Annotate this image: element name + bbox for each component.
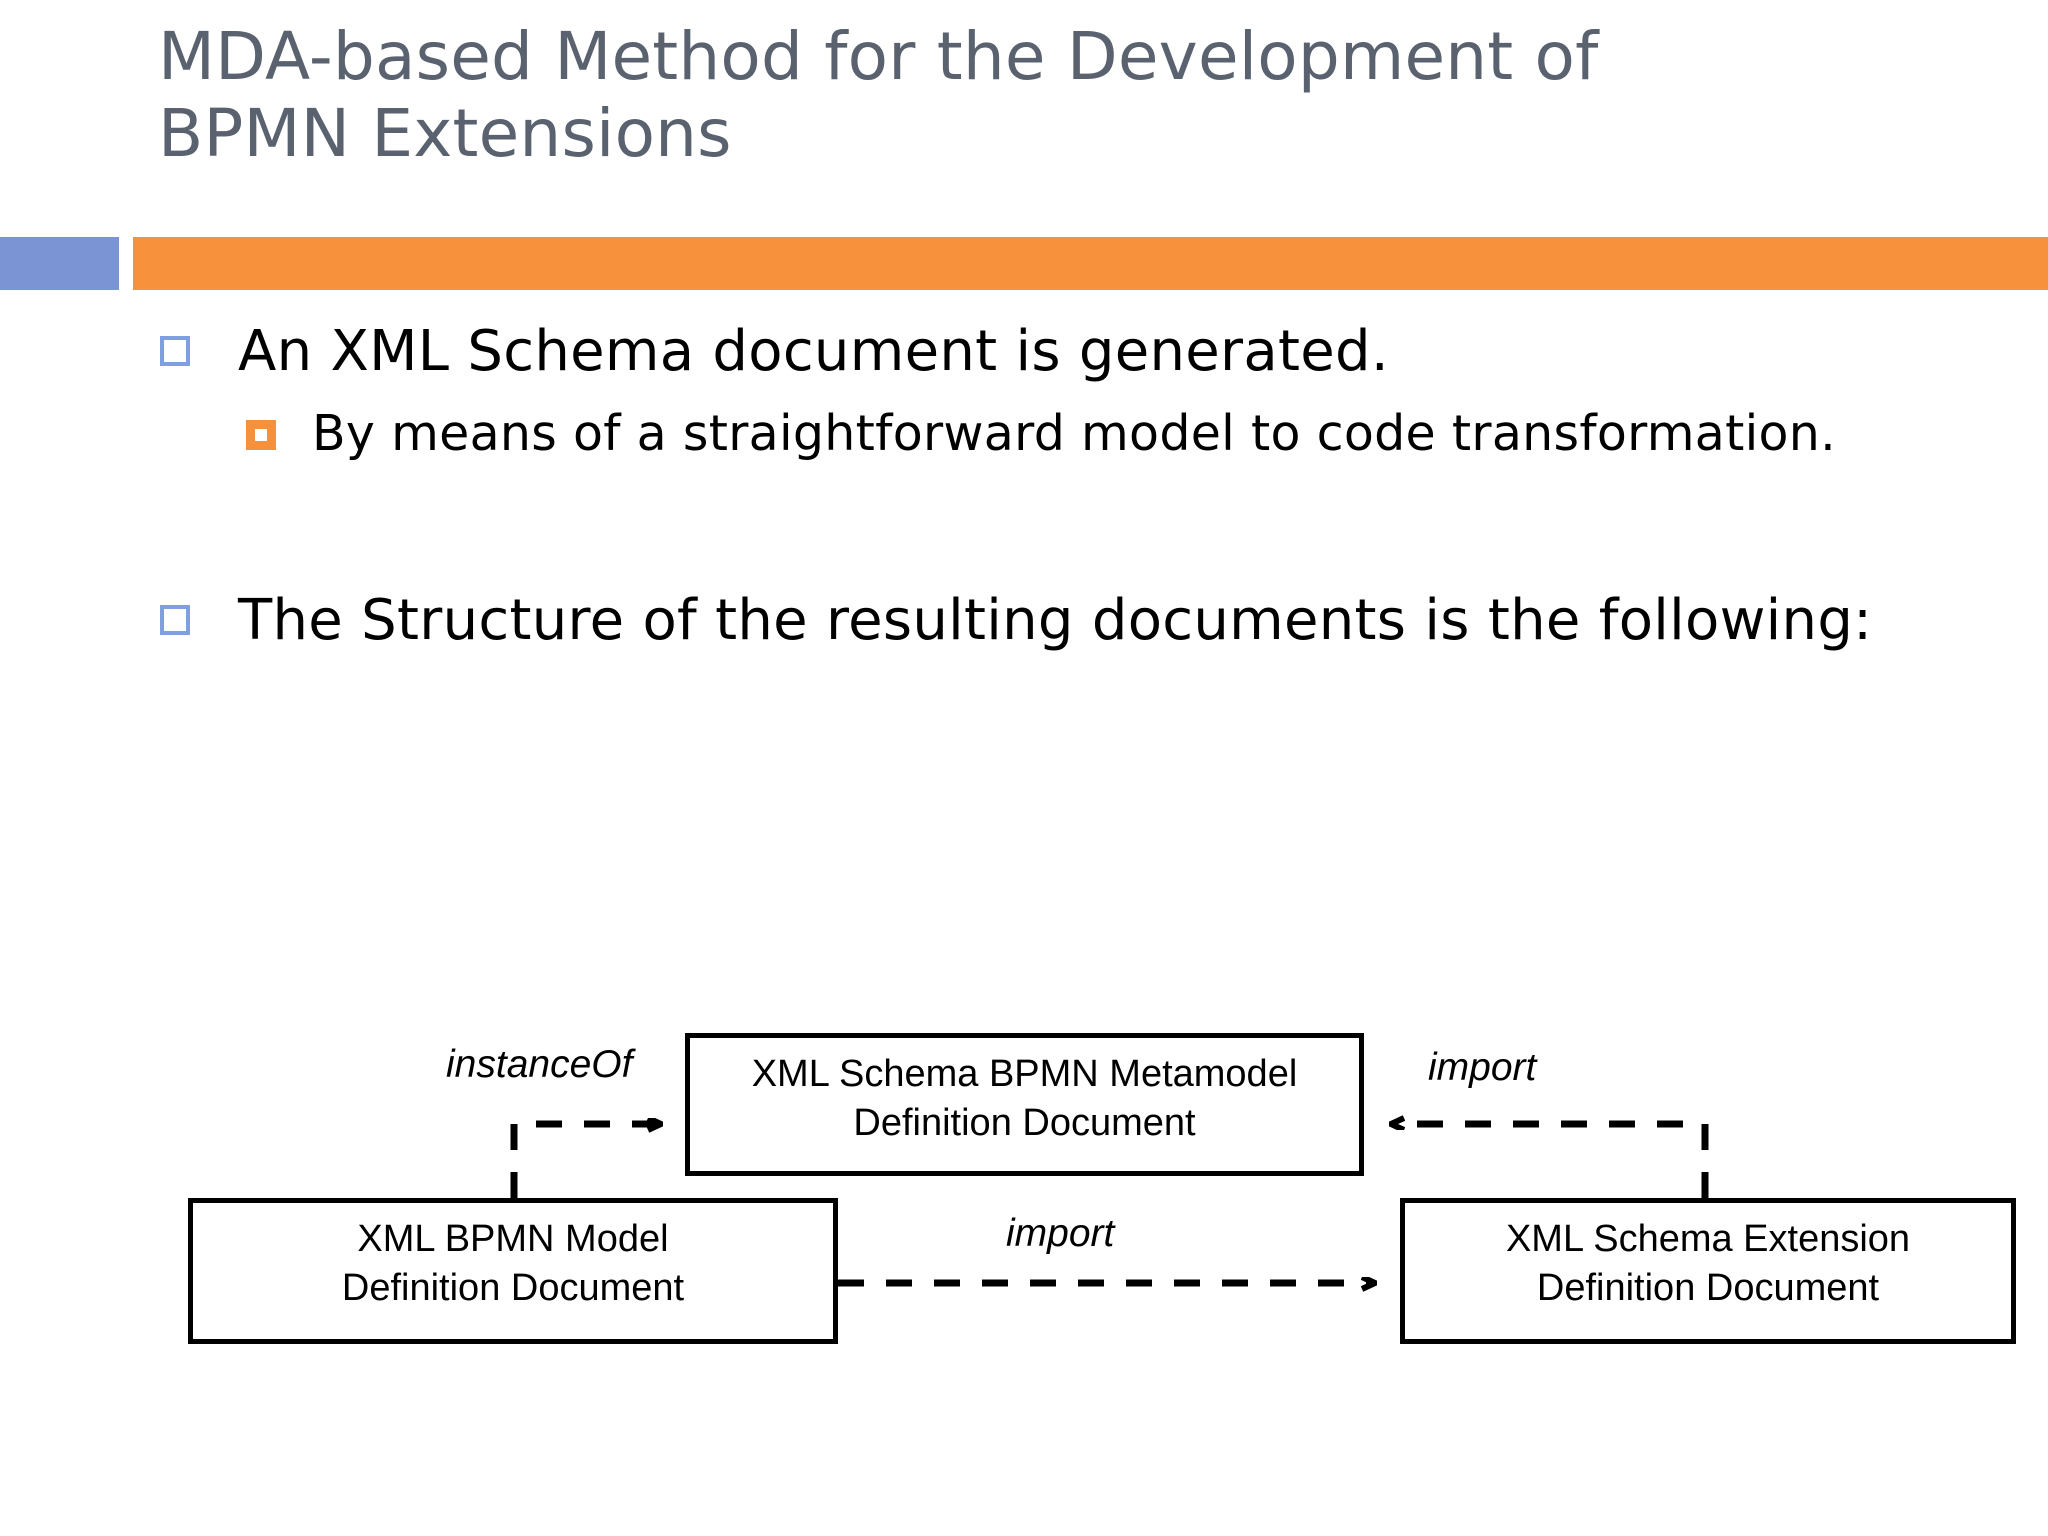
bullet-spacer	[0, 465, 2048, 569]
bullet-text: By means of a straightforward model to c…	[312, 404, 1837, 462]
bullet-text: An XML Schema document is generated.	[238, 319, 1389, 384]
edge-label-import-mid: import	[1006, 1212, 1115, 1255]
diagram-node-label: XML BPMN Model Definition Document	[341, 1218, 685, 1309]
page-title-line-2: BPMN Extensions	[158, 95, 732, 173]
orange-square-bullet-icon	[246, 419, 276, 450]
bullet-item-level2: By means of a straightforward model to c…	[246, 402, 2048, 466]
diagram-node-extension: XML Schema Extension Definition Document	[1400, 1198, 2016, 1344]
edge-import-right-arrow	[1392, 1124, 1709, 1198]
diagram-node-bpmn-model: XML BPMN Model Definition Document	[188, 1198, 838, 1344]
accent-bar-blue	[0, 237, 119, 290]
slide-body: An XML Schema document is generated. By …	[0, 300, 2048, 657]
edge-instanceof-arrow	[510, 1124, 660, 1198]
bullet-item-level1: An XML Schema document is generated.	[160, 316, 2048, 388]
bullet-text: The Structure of the resulting documents…	[238, 588, 1873, 654]
diagram-node-label: XML Schema BPMN Metamodel Definition Doc…	[751, 1053, 1298, 1144]
bullet-item-level1: The Structure of the resulting documents…	[160, 585, 2048, 657]
edge-label-instanceof: instanceOf	[446, 1043, 633, 1086]
page-title-line-1: MDA-based Method for the Development of	[158, 18, 1599, 95]
hollow-square-blue-bullet-icon	[160, 336, 190, 366]
accent-bar-orange	[133, 237, 2048, 290]
hollow-square-blue-bullet-icon	[160, 605, 190, 636]
edge-label-import-right: import	[1428, 1046, 1537, 1089]
diagram-node-metamodel: XML Schema BPMN Metamodel Definition Doc…	[685, 1033, 1364, 1176]
diagram-node-label: XML Schema Extension Definition Document	[1505, 1218, 1911, 1309]
page-title: MDA-based Method for the Development of …	[158, 18, 1878, 172]
